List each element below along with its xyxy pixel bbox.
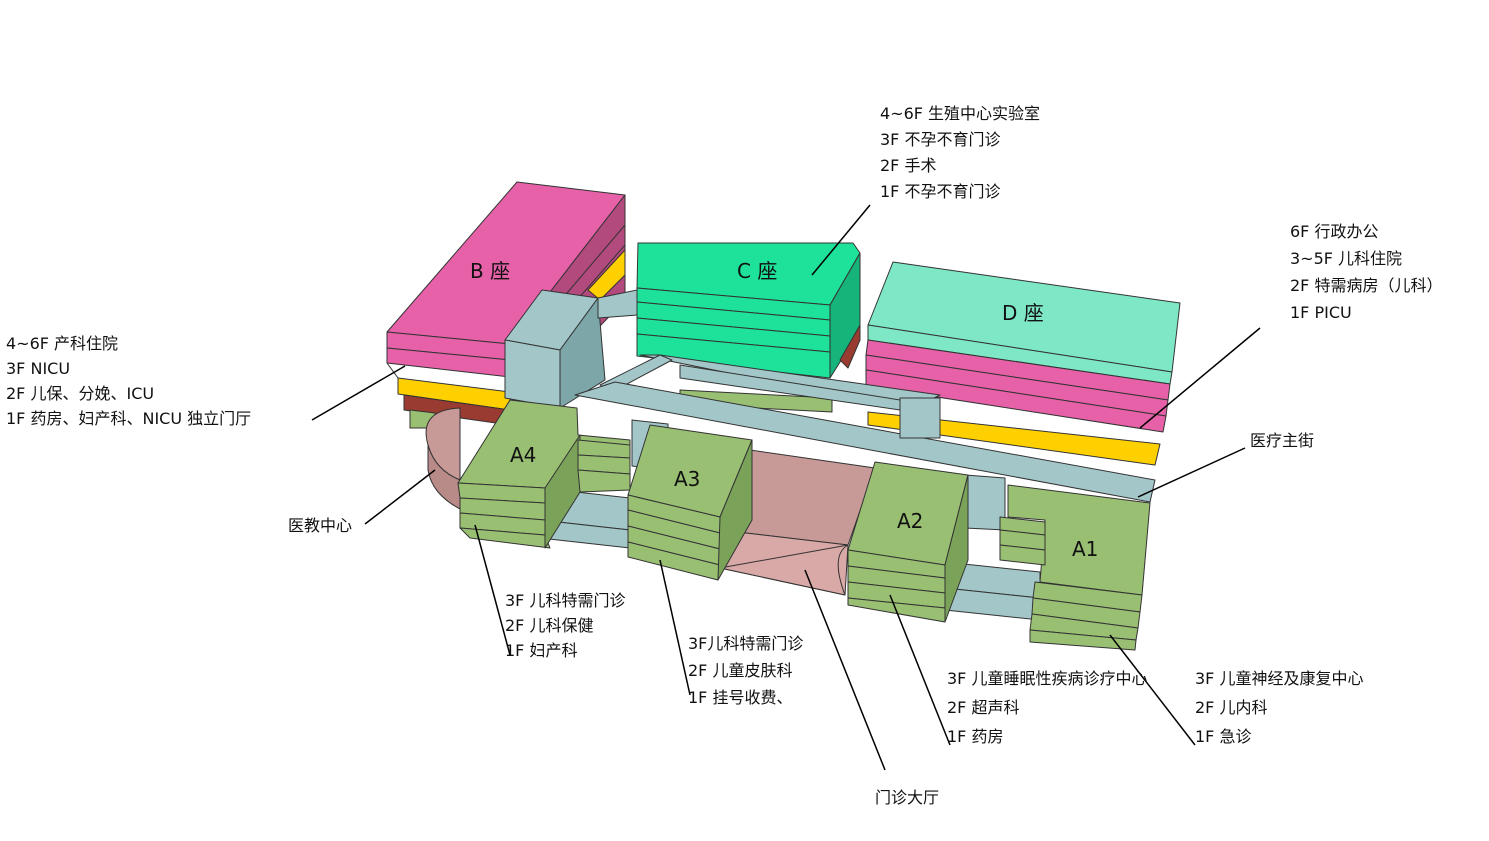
building-a4 — [457, 399, 631, 549]
a3-floor-1: 3F儿科特需门诊 — [688, 634, 804, 653]
a3-floor-list: 3F儿科特需门诊 2F 儿童皮肤科 1F 挂号收费、 — [688, 630, 803, 711]
b-floor-list: 4~6F 产科住院 3F NICU 2F 儿保、分娩、ICU 1F 药房、妇产科… — [6, 331, 251, 431]
corridor-network — [504, 289, 1156, 621]
d-floor-1: 6F 行政办公 — [1290, 222, 1379, 241]
a4-floor-1: 3F 儿科特需门诊 — [505, 591, 626, 610]
building-c — [636, 242, 861, 413]
building-a4-label: A4 — [510, 443, 536, 467]
building-d-label: D 座 — [1002, 301, 1044, 325]
b-floor-3: 2F 儿保、分娩、ICU — [6, 384, 155, 403]
c-floor-4: 1F 不孕不育门诊 — [880, 182, 1001, 201]
a1-floor-2: 2F 儿内科 — [1195, 698, 1268, 717]
a4-floor-3: 1F 妇产科 — [505, 641, 578, 660]
leader-lines — [311, 204, 1261, 771]
c-floor-2: 3F 不孕不育门诊 — [880, 130, 1001, 149]
building-a3 — [627, 424, 753, 581]
d-floor-3: 2F 特需病房（儿科） — [1290, 276, 1443, 295]
main-street-label: 医疗主街 — [1250, 431, 1315, 450]
b-floor-4: 1F 药房、妇产科、NICU 独立门厅 — [6, 409, 252, 428]
lobby-label: 门诊大厅 — [875, 788, 940, 807]
building-a1-label: A1 — [1072, 537, 1098, 561]
d-floor-list: 6F 行政办公 3~5F 儿科住院 2F 特需病房（儿科） 1F PICU — [1290, 218, 1442, 326]
a3-floor-3: 1F 挂号收费、 — [688, 688, 793, 707]
c-floor-3: 2F 手术 — [880, 156, 937, 175]
a4-floor-2: 2F 儿科保健 — [505, 616, 594, 635]
building-a3-label: A3 — [674, 467, 700, 491]
building-d — [865, 261, 1181, 466]
a4-floor-list: 3F 儿科特需门诊 2F 儿科保健 1F 妇产科 — [505, 588, 625, 663]
d-floor-4: 1F PICU — [1290, 303, 1352, 322]
a2-floor-3: 1F 药房 — [947, 727, 1004, 746]
a1-floor-1: 3F 儿童神经及康复中心 — [1195, 669, 1364, 688]
c-floor-1: 4~6F 生殖中心实验室 — [880, 104, 1041, 123]
building-a2 — [847, 461, 969, 623]
b-floor-1: 4~6F 产科住院 — [6, 334, 119, 353]
a2-floor-list: 3F 儿童睡眠性疾病诊疗中心 2F 超声科 1F 药房 — [947, 664, 1147, 751]
building-a1 — [999, 484, 1151, 651]
edu-center-label: 医教中心 — [288, 516, 353, 535]
d-floor-2: 3~5F 儿科住院 — [1290, 249, 1403, 268]
building-c-label: C 座 — [737, 259, 777, 283]
building-b-label: B 座 — [470, 259, 510, 283]
a3-floor-2: 2F 儿童皮肤科 — [688, 661, 793, 680]
a1-floor-list: 3F 儿童神经及康复中心 2F 儿内科 1F 急诊 — [1195, 664, 1363, 751]
b-floor-2: 3F NICU — [6, 359, 71, 378]
a2-floor-2: 2F 超声科 — [947, 698, 1020, 717]
lobby-and-edu-center — [425, 407, 876, 596]
c-floor-list: 4~6F 生殖中心实验室 3F 不孕不育门诊 2F 手术 1F 不孕不育门诊 — [880, 101, 1040, 205]
building-a2-label: A2 — [897, 509, 923, 533]
a1-floor-3: 1F 急诊 — [1195, 727, 1252, 746]
a2-floor-1: 3F 儿童睡眠性疾病诊疗中心 — [947, 669, 1148, 688]
